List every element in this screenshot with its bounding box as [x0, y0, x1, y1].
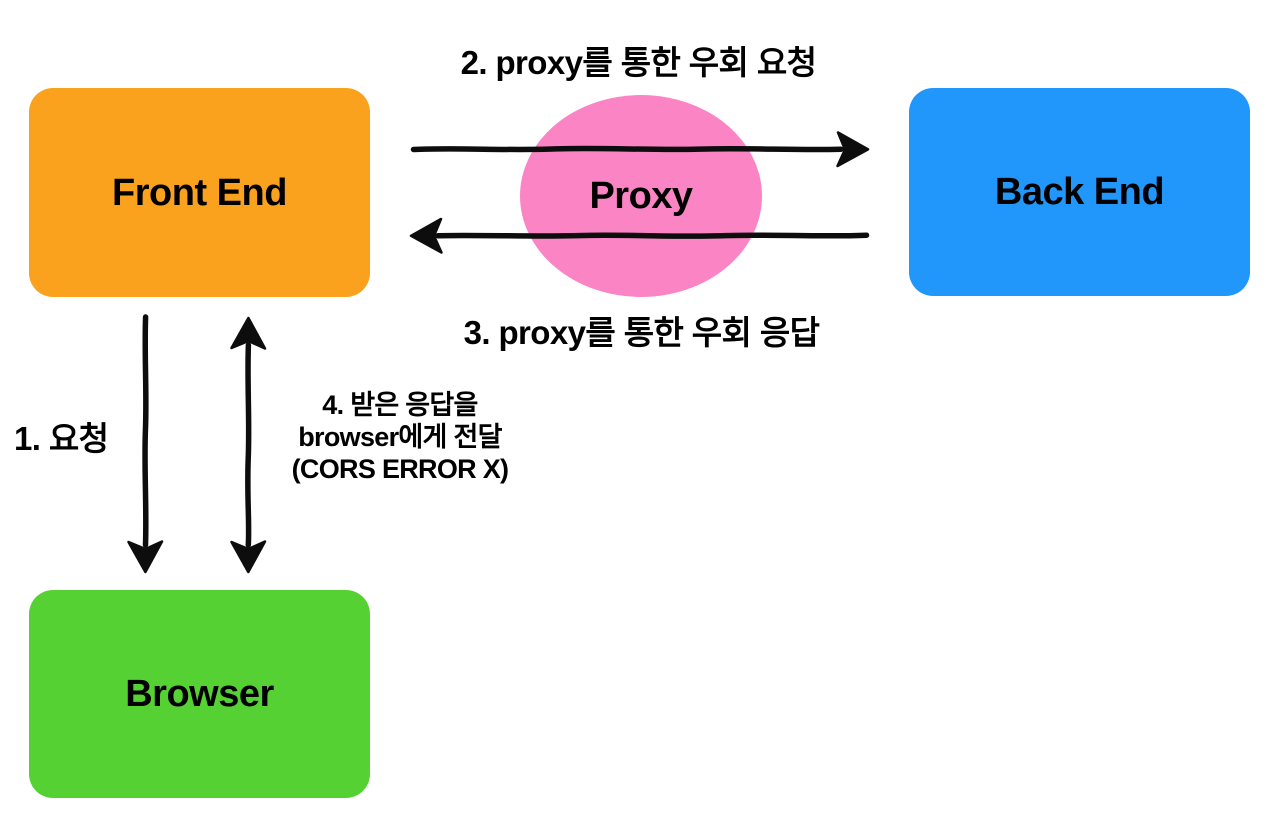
edge-label-step4-line-2: browser에게 전달	[298, 421, 502, 452]
edge-label-step4-line-1: 4. 받은 응답을	[322, 390, 478, 420]
node-proxy-label: Proxy	[589, 175, 693, 217]
edge-step1-arrow	[127, 314, 164, 574]
edge-label-step2: 2. proxy를 통한 우회 요청	[0, 44, 1279, 83]
node-front-end-label: Front End	[112, 171, 287, 214]
node-back-end[interactable]: Back End	[909, 88, 1250, 296]
node-back-end-label: Back End	[994, 171, 1165, 213]
edge-step4-arrow	[230, 316, 267, 574]
edge-label-step3: 3. proxy를 통한 우회 응답	[0, 314, 1279, 353]
edge-label-step1: 1. 요청	[14, 420, 109, 457]
edge-label-step3-text: 3. proxy를 통한 우회 응답	[463, 314, 820, 351]
node-proxy[interactable]: Proxy	[520, 95, 762, 297]
node-front-end[interactable]: Front End	[29, 88, 370, 297]
edge-label-step4-line-3: (CORS ERROR X)	[291, 453, 509, 484]
node-browser[interactable]: Browser	[29, 590, 370, 798]
edge-label-step4: 4. 받은 응답을 browser에게 전달 (CORS ERROR X)	[266, 390, 534, 486]
node-browser-label: Browser	[125, 673, 274, 715]
edge-label-step2-text: 2. proxy를 통한 우회 요청	[460, 44, 817, 81]
